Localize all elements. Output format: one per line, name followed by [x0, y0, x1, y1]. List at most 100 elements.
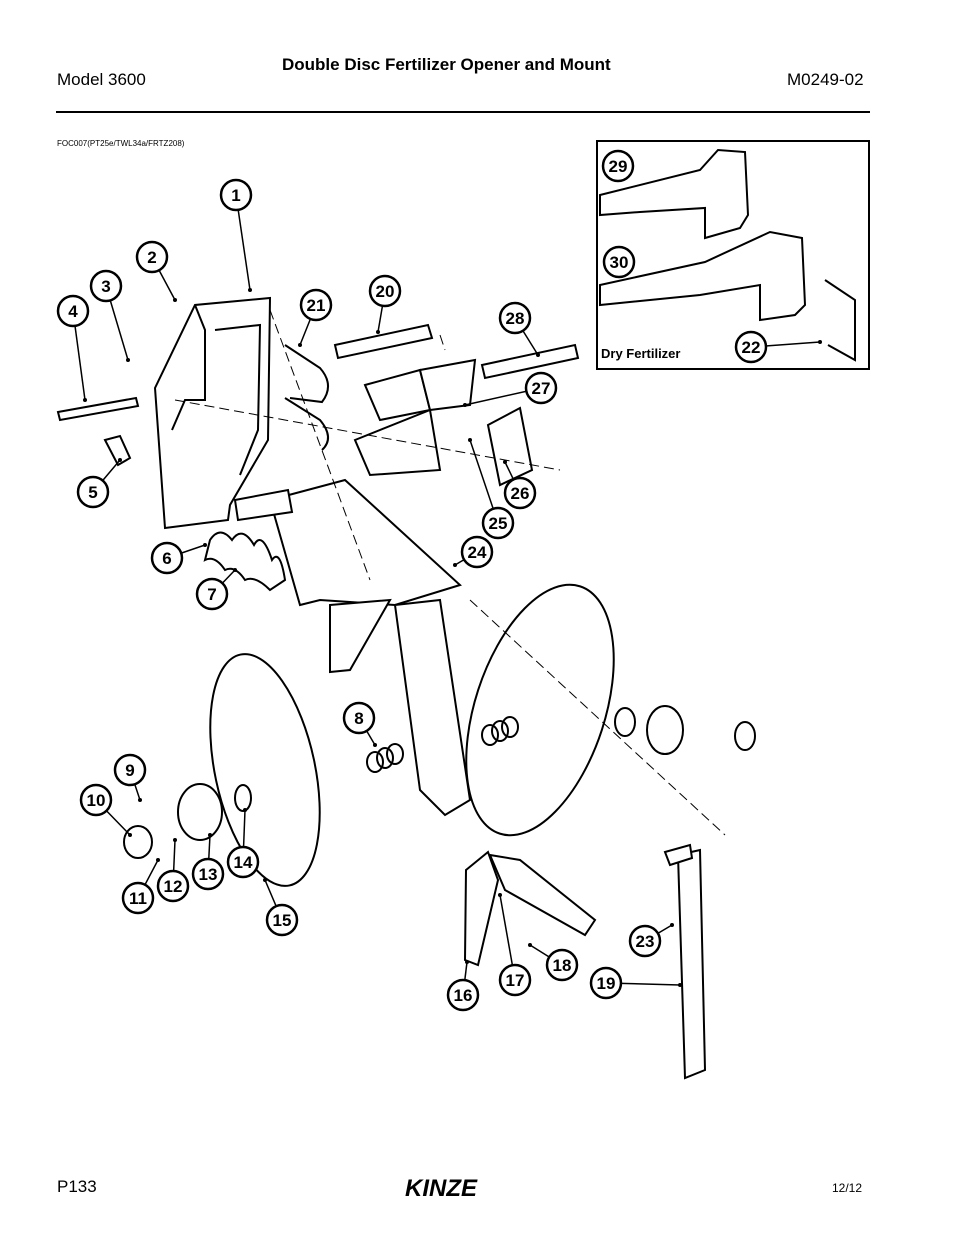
callout-30: 30: [602, 245, 636, 279]
callout-number: 11: [129, 889, 147, 908]
leader-arrowhead: [376, 330, 380, 334]
callout-bubble: [498, 963, 532, 997]
callout-16: 16: [446, 960, 480, 1012]
callout-bubble: [545, 948, 579, 982]
callout-number: 29: [609, 157, 628, 176]
callout-27: 27: [463, 371, 558, 407]
callout-13: 13: [191, 833, 225, 891]
callout-bubble: [135, 240, 169, 274]
callout-number: 27: [532, 379, 551, 398]
callout-number: 21: [307, 296, 326, 315]
inset-drawings: [599, 148, 856, 362]
page-title: Double Disc Fertilizer Opener and Mount: [282, 55, 611, 74]
leader-arrowhead: [118, 458, 122, 462]
callout-number: 10: [87, 791, 106, 810]
callout-bubble: [195, 577, 229, 611]
callout-bubble: [503, 476, 537, 510]
callout-bubble: [368, 274, 402, 308]
callout-10: 10: [79, 783, 132, 837]
callout-bubble: [602, 245, 636, 279]
callout-18: 18: [528, 943, 579, 982]
leader-arrowhead: [463, 403, 467, 407]
callout-bubble: [121, 881, 155, 915]
callout-number: 6: [162, 549, 171, 568]
callout-bubble: [191, 857, 225, 891]
callout-17: 17: [498, 893, 532, 997]
callout-number: 18: [553, 956, 572, 975]
callout-bubble: [446, 978, 480, 1012]
leader-arrowhead: [243, 808, 247, 812]
callout-bubble: [265, 903, 299, 937]
callout-number: 13: [199, 865, 218, 884]
callout-number: 9: [125, 761, 134, 780]
revision-date: 12/12: [832, 1181, 863, 1195]
leader-arrowhead: [818, 340, 822, 344]
leader-arrowhead: [173, 298, 177, 302]
leader-arrowhead: [138, 798, 142, 802]
figure-reference: FOC007(PT25e/TWL34a/FRTZ208): [57, 139, 185, 148]
callout-bubble: [601, 149, 635, 183]
callout-26: 26: [503, 460, 537, 510]
leader-arrowhead: [128, 833, 132, 837]
callout-20: 20: [368, 274, 402, 334]
leader-arrowhead: [498, 893, 502, 897]
callout-number: 24: [468, 543, 487, 562]
callout-1: 1: [219, 178, 253, 292]
callout-25: 25: [468, 438, 515, 540]
kinze-logo: KINZE: [405, 1175, 478, 1202]
callout-bubble: [76, 475, 110, 509]
callout-number: 25: [489, 514, 508, 533]
callout-bubble: [56, 294, 90, 328]
callout-number: 1: [231, 186, 240, 205]
callout-number: 4: [68, 302, 78, 321]
leader-arrowhead: [298, 343, 302, 347]
callout-21: 21: [298, 288, 333, 347]
callout-number: 3: [101, 277, 110, 296]
callout-29: 29: [601, 149, 635, 183]
callout-bubble: [89, 269, 123, 303]
leader-arrowhead: [263, 878, 267, 882]
callout-2: 2: [135, 240, 177, 302]
callout-22: 22: [734, 330, 822, 364]
callout-number: 26: [511, 484, 530, 503]
header-divider: [56, 111, 870, 113]
callout-number: 19: [597, 974, 616, 993]
callout-bubble: [498, 301, 532, 335]
callout-number: 14: [234, 853, 253, 872]
callout-bubble: [460, 535, 494, 569]
callout-bubble: [226, 845, 260, 879]
leader-arrowhead: [678, 983, 682, 987]
callout-bubble: [219, 178, 253, 212]
callout-number: 20: [376, 282, 395, 301]
drawing-lines: [56, 296, 756, 1080]
leader-arrowhead: [126, 358, 130, 362]
leader-arrowhead: [503, 460, 507, 464]
callout-number: 22: [742, 338, 761, 357]
leader-arrowhead: [536, 353, 540, 357]
callout-5: 5: [76, 458, 122, 509]
callout-number: 28: [506, 309, 525, 328]
leader-arrowhead: [156, 858, 160, 862]
callout-4: 4: [56, 294, 90, 402]
callout-23: 23: [628, 923, 674, 958]
callout-number: 2: [147, 248, 156, 267]
leader-arrowhead: [83, 398, 87, 402]
callout-number: 16: [454, 986, 473, 1005]
leader-arrowhead: [670, 923, 674, 927]
callout-24: 24: [453, 535, 494, 569]
callout-number: 30: [610, 253, 629, 272]
callout-7: 7: [195, 568, 237, 611]
model-label: Model 3600: [57, 70, 146, 89]
callout-15: 15: [263, 878, 299, 937]
callout-bubble: [156, 869, 190, 903]
callout-number: 15: [273, 911, 292, 930]
callout-bubble: [299, 288, 333, 322]
callout-19: 19: [589, 966, 682, 1000]
callout-bubble: [628, 924, 662, 958]
callout-14: 14: [226, 808, 260, 879]
leader-arrowhead: [468, 438, 472, 442]
leader-arrowhead: [233, 568, 237, 572]
leader-arrowhead: [528, 943, 532, 947]
page-number: P133: [57, 1177, 97, 1196]
